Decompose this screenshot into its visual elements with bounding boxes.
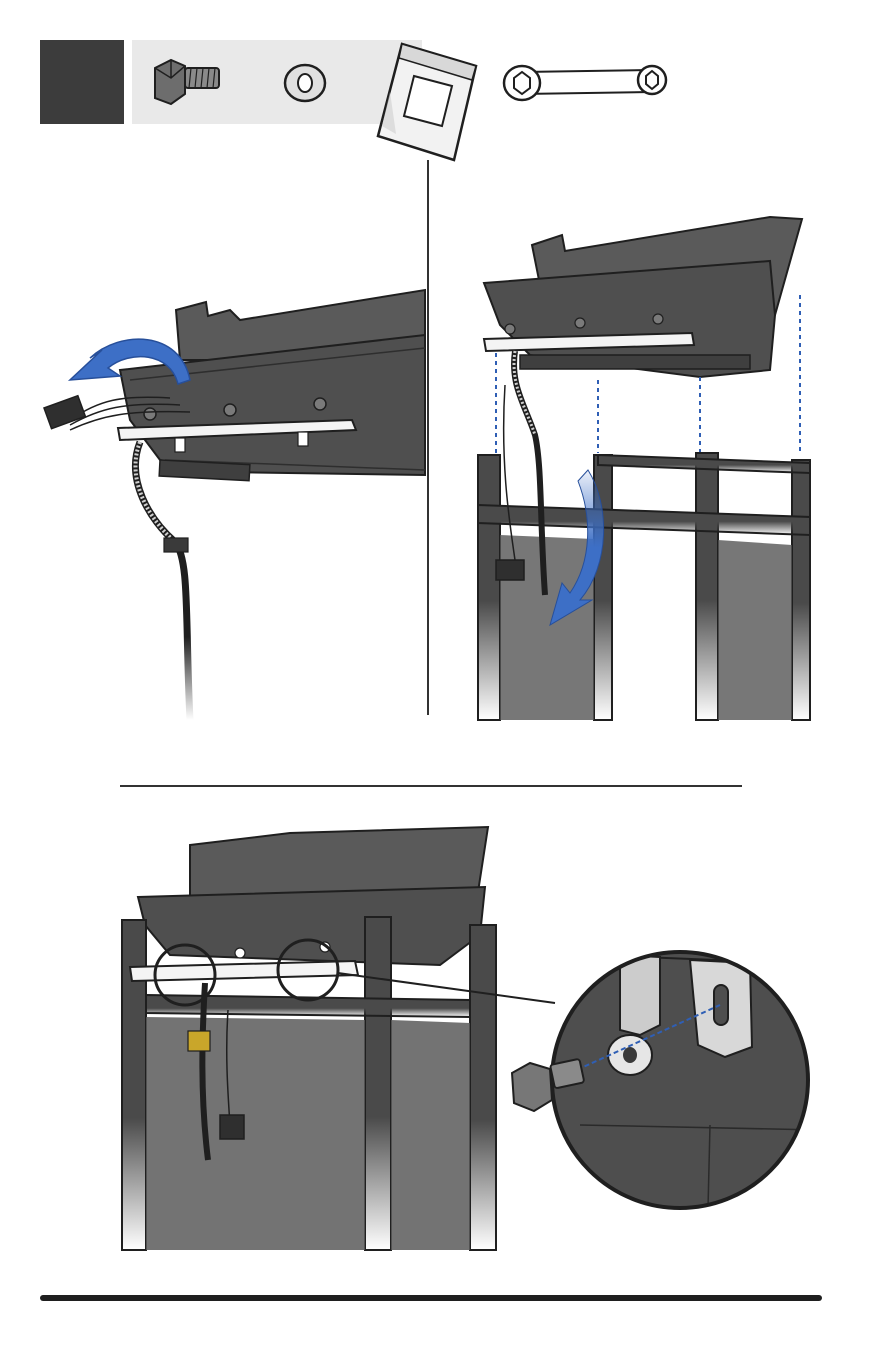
panel-divider-horizontal	[120, 785, 742, 787]
footer-rule	[40, 1295, 822, 1301]
igniter-connector	[496, 560, 524, 580]
gas-hose	[135, 442, 190, 720]
wrench-icon	[500, 60, 670, 104]
washer-icon	[280, 58, 330, 108]
magnified-bolt-detail	[540, 935, 840, 1208]
regulator-connector	[188, 1031, 210, 1051]
panel-lower-cookbox	[470, 205, 820, 720]
hardware-bag-icon	[372, 40, 482, 164]
panel-rotate-manifold	[30, 280, 430, 720]
hose-clip	[164, 538, 188, 552]
bolt-icon	[145, 54, 225, 110]
igniter-connector	[44, 396, 85, 429]
panel-secure-with-bolts	[100, 825, 820, 1255]
igniter-connector	[220, 1115, 244, 1139]
step-number-box	[40, 40, 124, 124]
